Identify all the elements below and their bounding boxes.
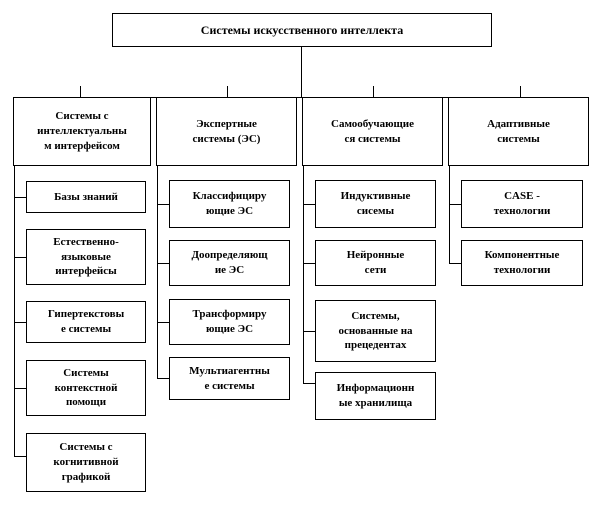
child-node-inductive-systems: Индуктивные сисемы [315, 180, 436, 228]
child-node-natural-language-interfaces: Естественно- языковые интерфейсы [26, 229, 146, 285]
child-node-context-help-systems: Системы контекстной помощи [26, 360, 146, 416]
child-node-case-based-systems: Системы, основанные на прецедентах [315, 300, 436, 362]
child-node-knowledge-bases: Базы знаний [26, 181, 146, 213]
connector [14, 197, 26, 198]
connector [449, 166, 450, 263]
child-node-neural-networks: Нейронные сети [315, 240, 436, 286]
connector [14, 388, 26, 389]
root-node: Системы искусственного интеллекта [112, 13, 492, 47]
child-node-hypertext-systems: Гипертекстовы е системы [26, 301, 146, 343]
connector [14, 257, 26, 258]
child-node-cognitive-graphics-systems: Системы с когнитивной графикой [26, 433, 146, 492]
connector [449, 263, 461, 264]
connector [373, 86, 374, 97]
child-node-case-technologies: CASE - технологии [461, 180, 583, 228]
child-node-component-technologies: Компонентные технологии [461, 240, 583, 286]
connector [157, 263, 169, 264]
connector [303, 204, 315, 205]
connector [157, 166, 158, 378]
connector [80, 97, 520, 98]
category-node-adaptive: Адаптивные системы [448, 97, 589, 166]
connector [303, 263, 315, 264]
child-node-transforming-es: Трансформиру ющие ЭС [169, 299, 290, 345]
child-node-multiagent-systems: Мультиагентны е системы [169, 357, 290, 400]
child-node-data-warehouses: Информационн ые хранилища [315, 372, 436, 420]
connector [14, 456, 26, 457]
connector [303, 383, 315, 384]
connector [303, 166, 304, 383]
category-node-intelligent-interface: Системы с интеллектуальны м интерфейсом [13, 97, 151, 166]
connector [520, 86, 521, 97]
connector [301, 47, 302, 97]
connector [157, 378, 169, 379]
category-node-self-learning: Самообучающие ся системы [302, 97, 443, 166]
connector [449, 204, 461, 205]
connector [14, 166, 15, 456]
connector [80, 86, 81, 97]
category-node-expert-systems: Экспертные системы (ЭС) [156, 97, 297, 166]
connector [14, 322, 26, 323]
child-node-classifying-es: Классифициру ющие ЭС [169, 180, 290, 228]
connector [157, 322, 169, 323]
connector [157, 204, 169, 205]
connector [227, 86, 228, 97]
connector [303, 331, 315, 332]
child-node-redefining-es: Доопределяющ ие ЭС [169, 240, 290, 286]
